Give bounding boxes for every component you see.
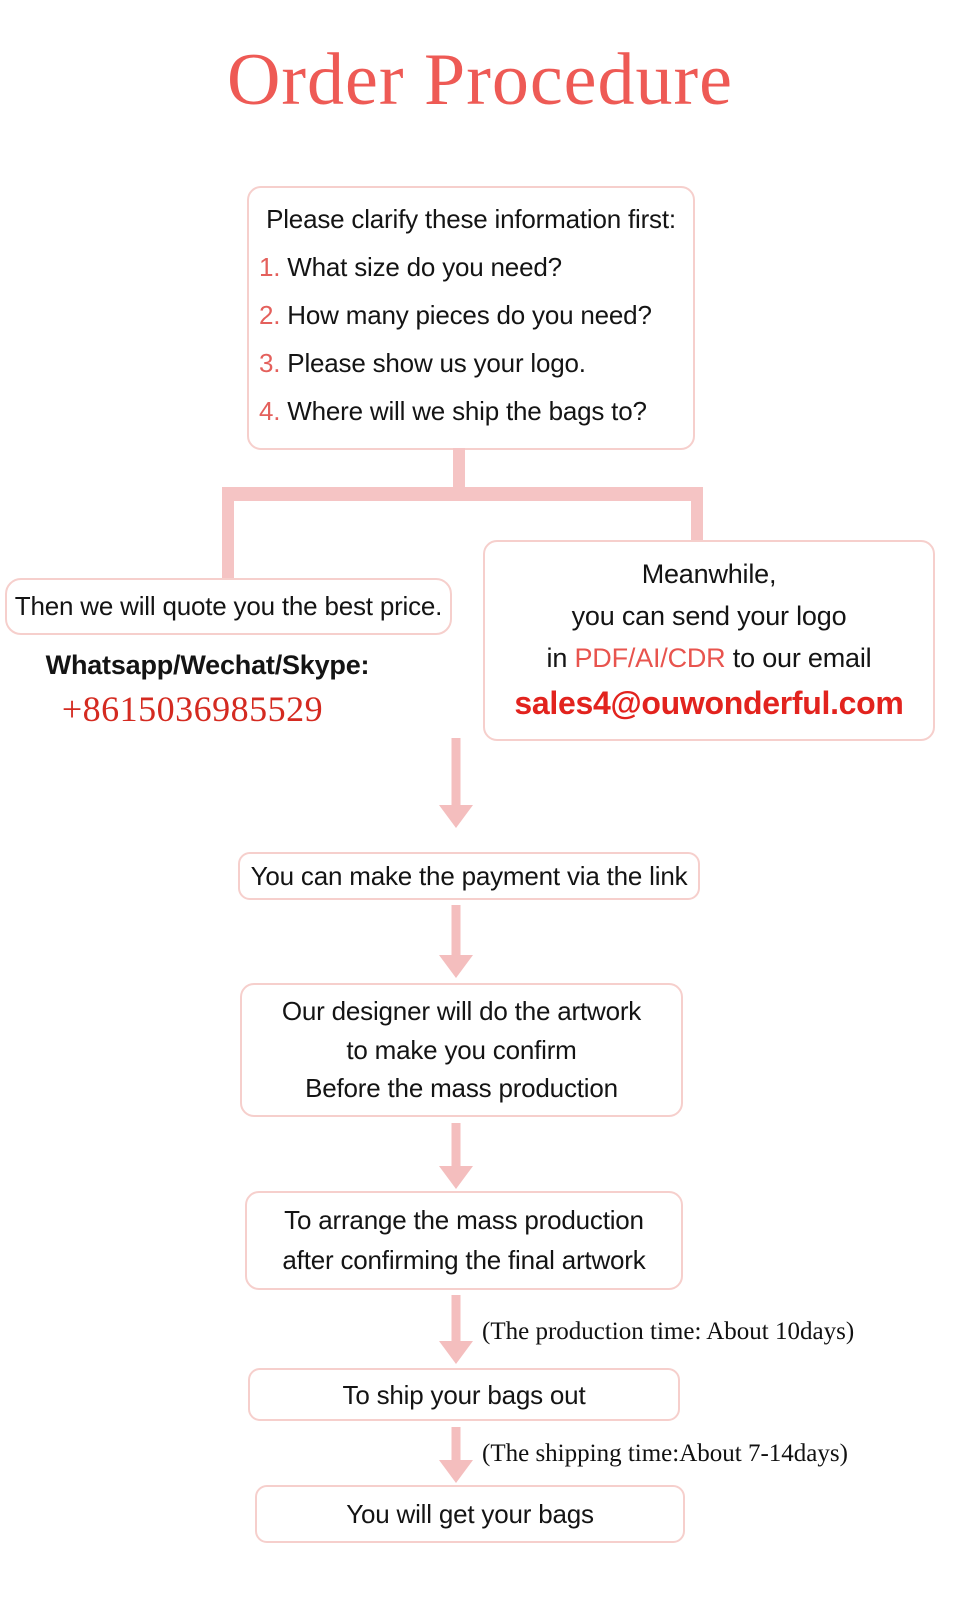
contact-label: Whatsapp/Wechat/Skype:: [45, 650, 370, 680]
designer-line-1: Our designer will do the artwork: [281, 996, 642, 1027]
list-item: 4.Where will we ship the bags to?: [259, 387, 693, 435]
arrow-head: [439, 955, 473, 978]
send-logo-box: Meanwhile, you can send your logo in PDF…: [483, 540, 935, 741]
arrow-stem: [451, 738, 461, 805]
designer-artwork-box: Our designer will do the artwork to make…: [240, 983, 683, 1117]
quote-box: Then we will quote you the best price.: [5, 578, 452, 635]
connector-right-leg: [691, 487, 703, 542]
logo-line-3-prefix: in: [546, 643, 575, 673]
mass-production-box: To arrange the mass production after con…: [245, 1191, 683, 1290]
arrow-head: [439, 1166, 473, 1189]
arrow-stem: [451, 1295, 461, 1341]
arrow-head: [439, 1341, 473, 1364]
connector-left-leg: [222, 487, 234, 580]
clarify-list: 1.What size do you need? 2.How many piec…: [249, 243, 693, 435]
payment-box: You can make the payment via the link: [238, 852, 700, 900]
list-item: 2.How many pieces do you need?: [259, 291, 693, 339]
item-number: 3.: [259, 348, 281, 378]
file-formats: PDF/AI/CDR: [574, 643, 726, 673]
designer-line-3: Before the mass production: [305, 1072, 618, 1103]
arrow-stem: [451, 1123, 461, 1166]
item-number: 4.: [259, 396, 281, 426]
list-item: 3.Please show us your logo.: [259, 339, 693, 387]
connector-stem: [453, 448, 465, 490]
page-title: Order Procedure: [226, 39, 734, 121]
arrow-stem: [451, 1427, 461, 1460]
item-text: What size do you need?: [287, 252, 562, 282]
logo-line-3: in PDF/AI/CDR to our email: [485, 643, 933, 674]
arrow-head: [439, 1460, 473, 1483]
shipping-time-note: (The shipping time:About 7-14days): [482, 1440, 848, 1467]
logo-line-3-suffix: to our email: [725, 643, 872, 673]
ship-box: To ship your bags out: [248, 1368, 680, 1421]
email-text: sales4@ouwonderful.com: [514, 685, 904, 721]
item-number: 2.: [259, 300, 281, 330]
item-number: 1.: [259, 252, 281, 282]
item-text: Please show us your logo.: [287, 348, 586, 378]
production-line-1: To arrange the mass production: [284, 1205, 644, 1236]
designer-line-2: to make you confirm: [346, 1034, 577, 1065]
production-time-note: (The production time: About 10days): [482, 1318, 855, 1345]
clarify-info-box: Please clarify these information first: …: [247, 186, 695, 450]
production-line-2: after confirming the final artwork: [282, 1244, 646, 1275]
contact-phone: +8615036985529: [61, 689, 324, 729]
final-box: You will get your bags: [255, 1485, 685, 1543]
arrow-head: [439, 805, 473, 828]
connector-bar: [222, 487, 703, 501]
logo-line-2: you can send your logo: [571, 601, 847, 631]
clarify-heading: Please clarify these information first:: [266, 204, 676, 234]
item-text: Where will we ship the bags to?: [287, 396, 647, 426]
arrow-stem: [451, 905, 461, 955]
logo-line-1: Meanwhile,: [641, 559, 777, 589]
item-text: How many pieces do you need?: [287, 300, 652, 330]
list-item: 1.What size do you need?: [259, 243, 693, 291]
